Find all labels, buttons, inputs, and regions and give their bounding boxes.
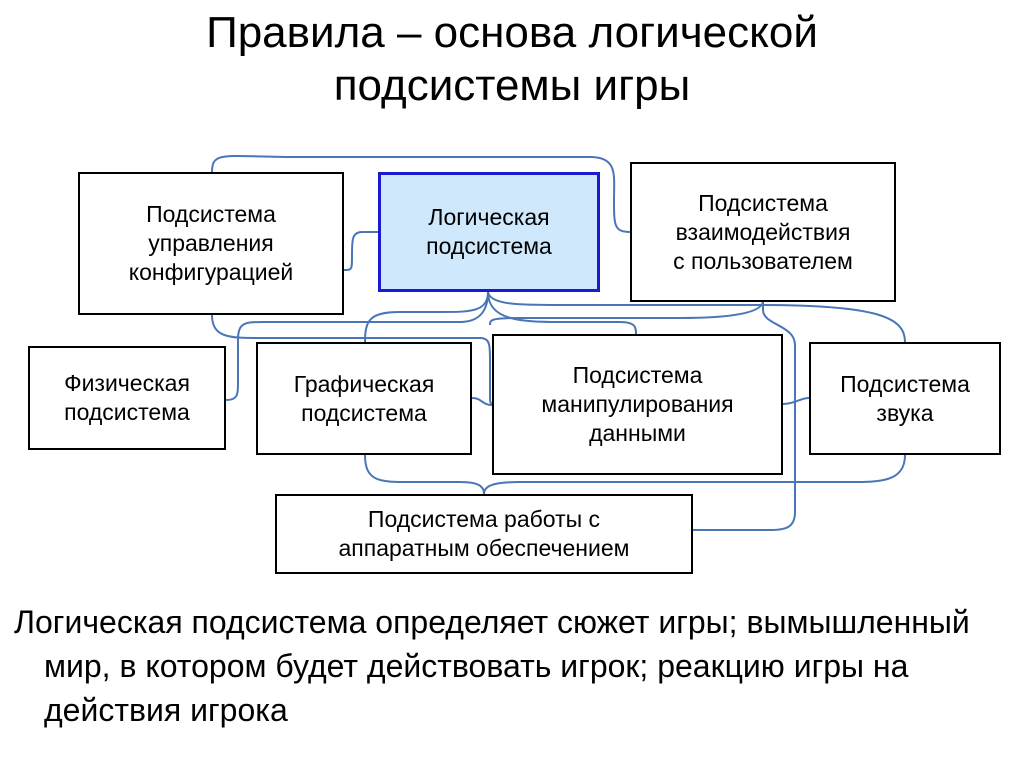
logic-subsystem-box: Логическая подсистема — [378, 172, 600, 292]
connector-logic-graphics — [364, 291, 489, 343]
connector-logic-sound — [487, 291, 906, 343]
connector-logic-physics — [225, 291, 489, 401]
connector-logic-config — [343, 231, 378, 271]
graphics-subsystem-box: Графическая подсистема — [256, 342, 472, 455]
connector-graphics-data — [471, 397, 493, 406]
config-subsystem-box: Подсистема управления конфигурацией — [78, 172, 344, 315]
connector-config-interaction — [211, 154, 631, 233]
connector-interaction-hardware — [693, 302, 796, 531]
connector-graphics-hardware — [364, 454, 485, 495]
sound-subsystem-box: Подсистема звука — [809, 342, 1001, 455]
slide-title: Правила – основа логической подсистемы и… — [206, 8, 818, 110]
physics-subsystem-box: Физическая подсистема — [28, 346, 226, 450]
caption-text: Логическая подсистема определяет сюжет и… — [14, 604, 970, 728]
connector-interaction-graphics — [489, 301, 764, 326]
connector-logic-data — [487, 291, 637, 335]
data-subsystem-box: Подсистема манипулирования данными — [492, 334, 783, 475]
hardware-subsystem-box: Подсистема работы с аппаратным обеспечен… — [275, 494, 693, 574]
interaction-subsystem-box: Подсистема взаимодействия с пользователе… — [630, 162, 896, 302]
connector-sound-hardware — [483, 454, 906, 495]
connector-data-sound — [782, 397, 810, 405]
